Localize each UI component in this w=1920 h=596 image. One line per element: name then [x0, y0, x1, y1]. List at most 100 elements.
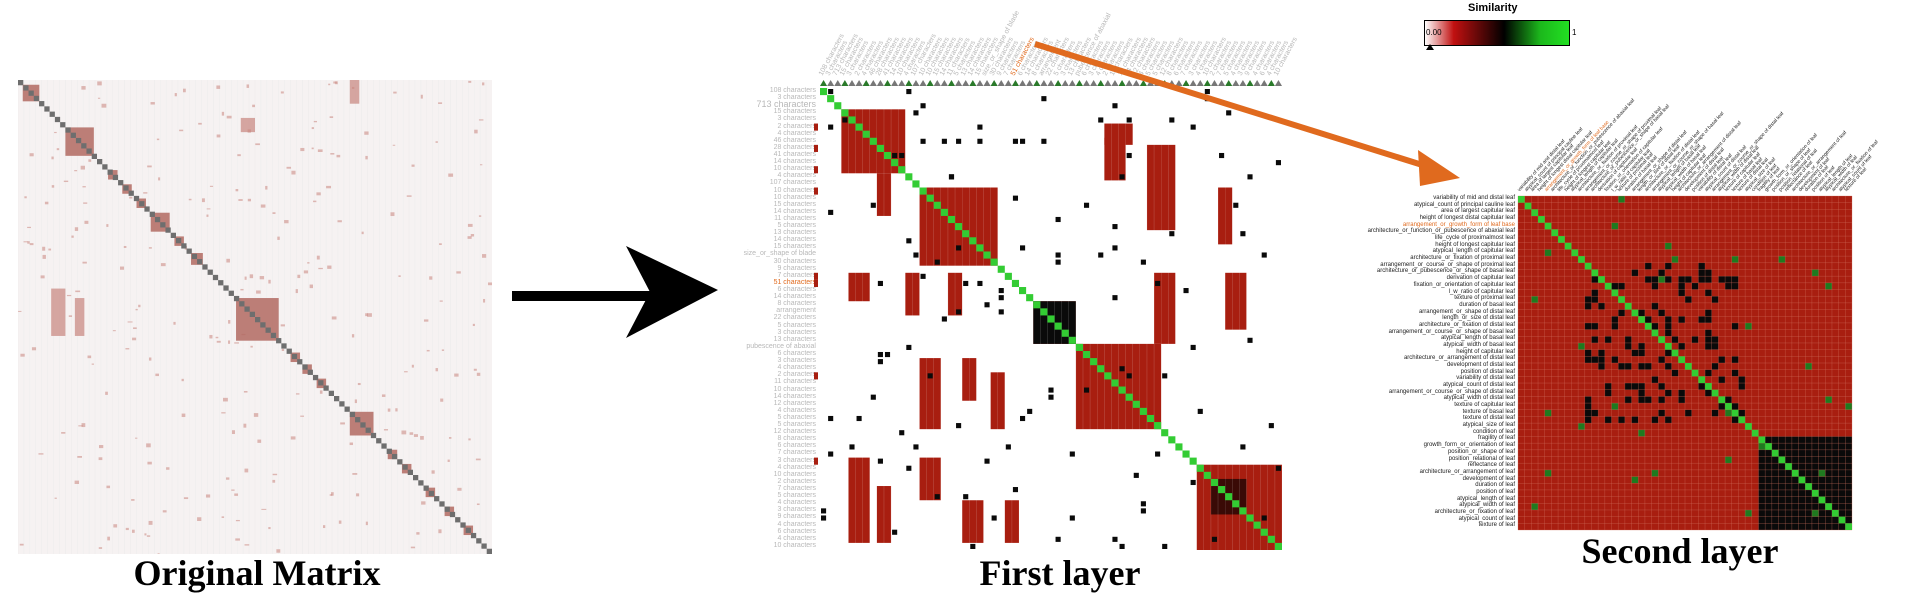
- diagonal-cell: [349, 411, 356, 418]
- off-diagonal-speck: [351, 334, 355, 338]
- row-label: 2 characters: [777, 371, 816, 379]
- column-marker-icon: [933, 80, 941, 86]
- similarity-cell: [1711, 363, 1719, 370]
- diagonal-cell: [112, 174, 119, 181]
- diagonal-cell: [1731, 409, 1739, 417]
- off-diagonal-speck: [51, 185, 55, 188]
- similarity-cell: [1738, 409, 1746, 417]
- off-diagonal-speck: [127, 321, 133, 323]
- similarity-cell: [1055, 252, 1061, 258]
- diagonal-cell: [862, 130, 870, 138]
- off-diagonal-speck: [482, 254, 487, 258]
- diagonal-cell: [1678, 356, 1685, 363]
- off-diagonal-speck: [226, 258, 230, 263]
- diagonal-cell: [1075, 343, 1083, 351]
- similarity-cell: [1584, 296, 1592, 303]
- diagonal-cell: [360, 422, 366, 428]
- similarity-cell: [1126, 373, 1132, 379]
- off-diagonal-block: [848, 272, 870, 302]
- diagonal-cell: [1664, 342, 1672, 350]
- off-diagonal-speck: [61, 432, 66, 434]
- row-label: architecture_or_fixation of leaf: [1434, 508, 1515, 515]
- legend-min-label: 0.00: [1426, 28, 1442, 37]
- off-diagonal-speck: [42, 246, 46, 251]
- diagonal-cell: [223, 285, 229, 291]
- row-label: life_cycle of proximalmost leaf: [1434, 235, 1515, 242]
- column-marker-icon: [997, 80, 1005, 86]
- diagonal-cell: [1811, 489, 1819, 497]
- off-diagonal-speck: [440, 398, 444, 402]
- off-diagonal-speck: [272, 212, 276, 214]
- off-diagonal-speck: [147, 461, 152, 465]
- off-diagonal-speck: [319, 390, 323, 394]
- similarity-cell: [1083, 202, 1090, 208]
- similarity-cell: [1020, 245, 1026, 251]
- off-diagonal-speck: [276, 549, 281, 553]
- diagonal-cell: [418, 480, 424, 486]
- diagonal-cell: [1685, 363, 1692, 370]
- off-diagonal-speck: [411, 364, 414, 368]
- off-diagonal-speck: [131, 529, 135, 533]
- off-diagonal-speck: [74, 170, 78, 172]
- similarity-cell: [1169, 231, 1175, 237]
- off-diagonal-speck: [157, 553, 160, 554]
- diagonal-cell: [1019, 287, 1027, 295]
- similarity-cell: [1705, 329, 1712, 337]
- similarity-cell: [1658, 396, 1665, 404]
- off-diagonal-speck: [410, 546, 416, 549]
- diagonal-cell: [154, 216, 161, 223]
- diagonal-cell: [249, 311, 255, 317]
- similarity-cell: [1604, 389, 1612, 397]
- diagonal-cell: [86, 148, 92, 154]
- row-marker: [814, 166, 818, 174]
- row-label: 7 characters: [777, 485, 816, 493]
- original-matrix-caption: Original Matrix: [133, 553, 381, 593]
- similarity-legend: Similarity 0.00 1: [1420, 2, 1580, 50]
- diagonal-cell: [70, 132, 76, 138]
- off-diagonal-speck: [256, 290, 261, 294]
- column-marker-icon: [962, 80, 970, 86]
- row-label: duration of basal leaf: [1459, 301, 1515, 308]
- similarity-cell: [1098, 117, 1104, 123]
- off-diagonal-speck: [401, 430, 407, 435]
- diagonal-cell: [1758, 436, 1766, 444]
- similarity-cell: [1731, 403, 1739, 410]
- column-marker-icon: [869, 80, 877, 86]
- off-diagonal-speck: [133, 327, 137, 330]
- diagonal-cell: [1818, 496, 1826, 504]
- similarity-cell: [1658, 356, 1665, 363]
- row-label: 5 characters: [777, 321, 816, 329]
- similarity-cell: [1584, 416, 1592, 424]
- row-label: 5 characters: [777, 413, 816, 421]
- off-diagonal-block: [1104, 137, 1126, 181]
- off-diagonal-speck: [439, 300, 443, 302]
- similarity-cell: [1183, 288, 1189, 294]
- similarity-cell: [1664, 349, 1672, 357]
- diagonal-cell: [18, 80, 24, 86]
- similarity-cell: [1041, 96, 1047, 102]
- diagonal-cell: [439, 501, 445, 507]
- off-diagonal-speck: [125, 348, 130, 350]
- off-diagonal-speck: [311, 147, 314, 150]
- off-diagonal-speck: [259, 276, 265, 280]
- row-label: 28 characters: [773, 143, 816, 151]
- similarity-cell: [1698, 269, 1706, 277]
- row-label: texture of capitular leaf: [1454, 402, 1515, 409]
- similarity-cell: [1162, 373, 1168, 379]
- row-label: atypical_count of leaf: [1458, 515, 1515, 522]
- off-diagonal-speck: [81, 86, 86, 90]
- off-diagonal-speck: [87, 355, 92, 359]
- row-label: fixation_or_orientation of capitular lea…: [1413, 281, 1515, 288]
- diagonal-cell: [91, 153, 97, 159]
- off-diagonal-speck: [138, 304, 141, 308]
- off-diagonal-speck: [244, 276, 247, 280]
- row-label: height of capitular leaf: [1456, 348, 1515, 355]
- similarity-cell: [1811, 269, 1819, 277]
- diagonal-cell: [160, 222, 166, 228]
- similarity-cell: [1247, 337, 1253, 343]
- off-diagonal-speck: [416, 532, 420, 535]
- diagonal-cell: [381, 443, 387, 449]
- diagonal-cell: [976, 244, 984, 252]
- off-diagonal-speck: [129, 196, 133, 199]
